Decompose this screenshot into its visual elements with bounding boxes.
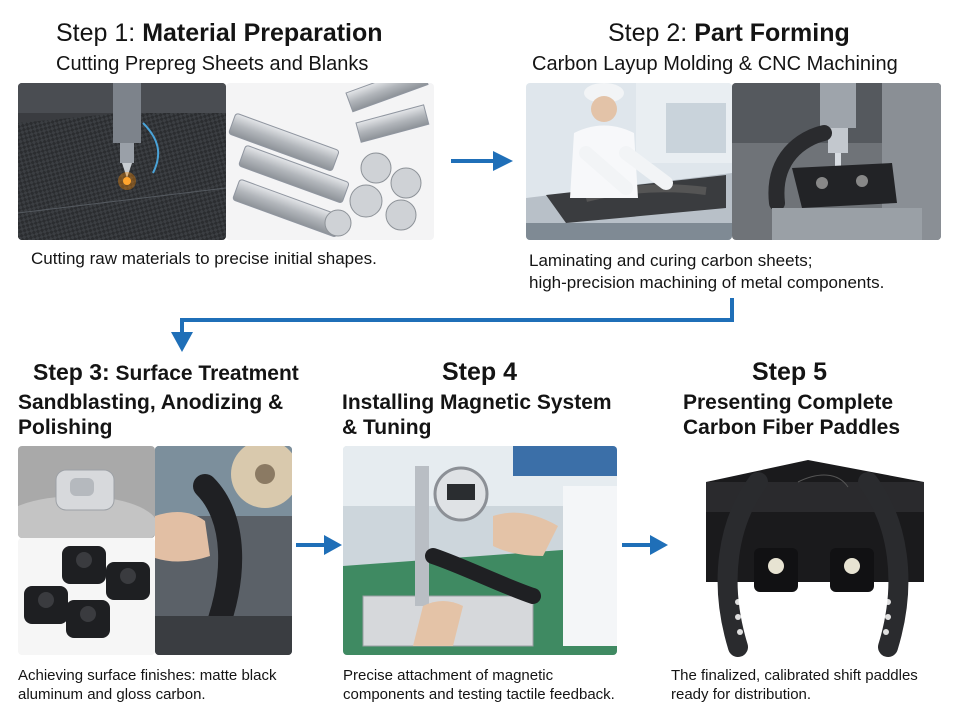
step3-sandblast-photo xyxy=(18,446,155,538)
step5-caption: The finalized, calibrated shift paddles … xyxy=(671,667,918,703)
step5-finished-paddles-photo xyxy=(688,452,940,658)
step2-layup-photo xyxy=(526,83,732,240)
step3-subtitle: Sandblasting, Anodizing & Polishing xyxy=(18,391,284,439)
step1-aluminum-bars-photo xyxy=(226,83,434,240)
arrow-right-icon xyxy=(296,534,342,556)
step4-title: Step 4 xyxy=(442,358,518,386)
step1-laser-cutting-photo xyxy=(18,83,226,240)
step4-tuning-photo xyxy=(343,446,617,655)
step3-caption: Achieving surface finishes: matte black … xyxy=(18,667,277,703)
step2-subtitle: Carbon Layup Molding & CNC Machining xyxy=(532,53,898,75)
step2-title: Step 2: Part Forming xyxy=(608,19,850,47)
step2-cnc-photo xyxy=(732,83,941,240)
step4-caption: Precise attachment of magnetic component… xyxy=(343,667,615,703)
step1-title: Step 1: Material Preparation xyxy=(56,19,383,47)
step5-title: Step 5 xyxy=(752,358,828,386)
step4-subtitle: Installing Magnetic System & Tuning xyxy=(342,391,612,439)
step1-caption: Cutting raw materials to precise initial… xyxy=(31,249,377,268)
arrow-right-icon xyxy=(451,150,513,172)
step3-title: Step 3: Surface Treatment xyxy=(33,359,299,386)
step2-caption: Laminating and curing carbon sheets; hig… xyxy=(529,251,885,292)
arrow-right-icon xyxy=(622,534,668,556)
step3-polishing-photo xyxy=(155,446,292,655)
step5-subtitle: Presenting Complete Carbon Fiber Paddles xyxy=(683,391,901,439)
step1-subtitle: Cutting Prepreg Sheets and Blanks xyxy=(56,53,369,75)
arrow-elbow-icon xyxy=(170,296,740,354)
step3-anodized-parts-photo xyxy=(18,538,155,655)
